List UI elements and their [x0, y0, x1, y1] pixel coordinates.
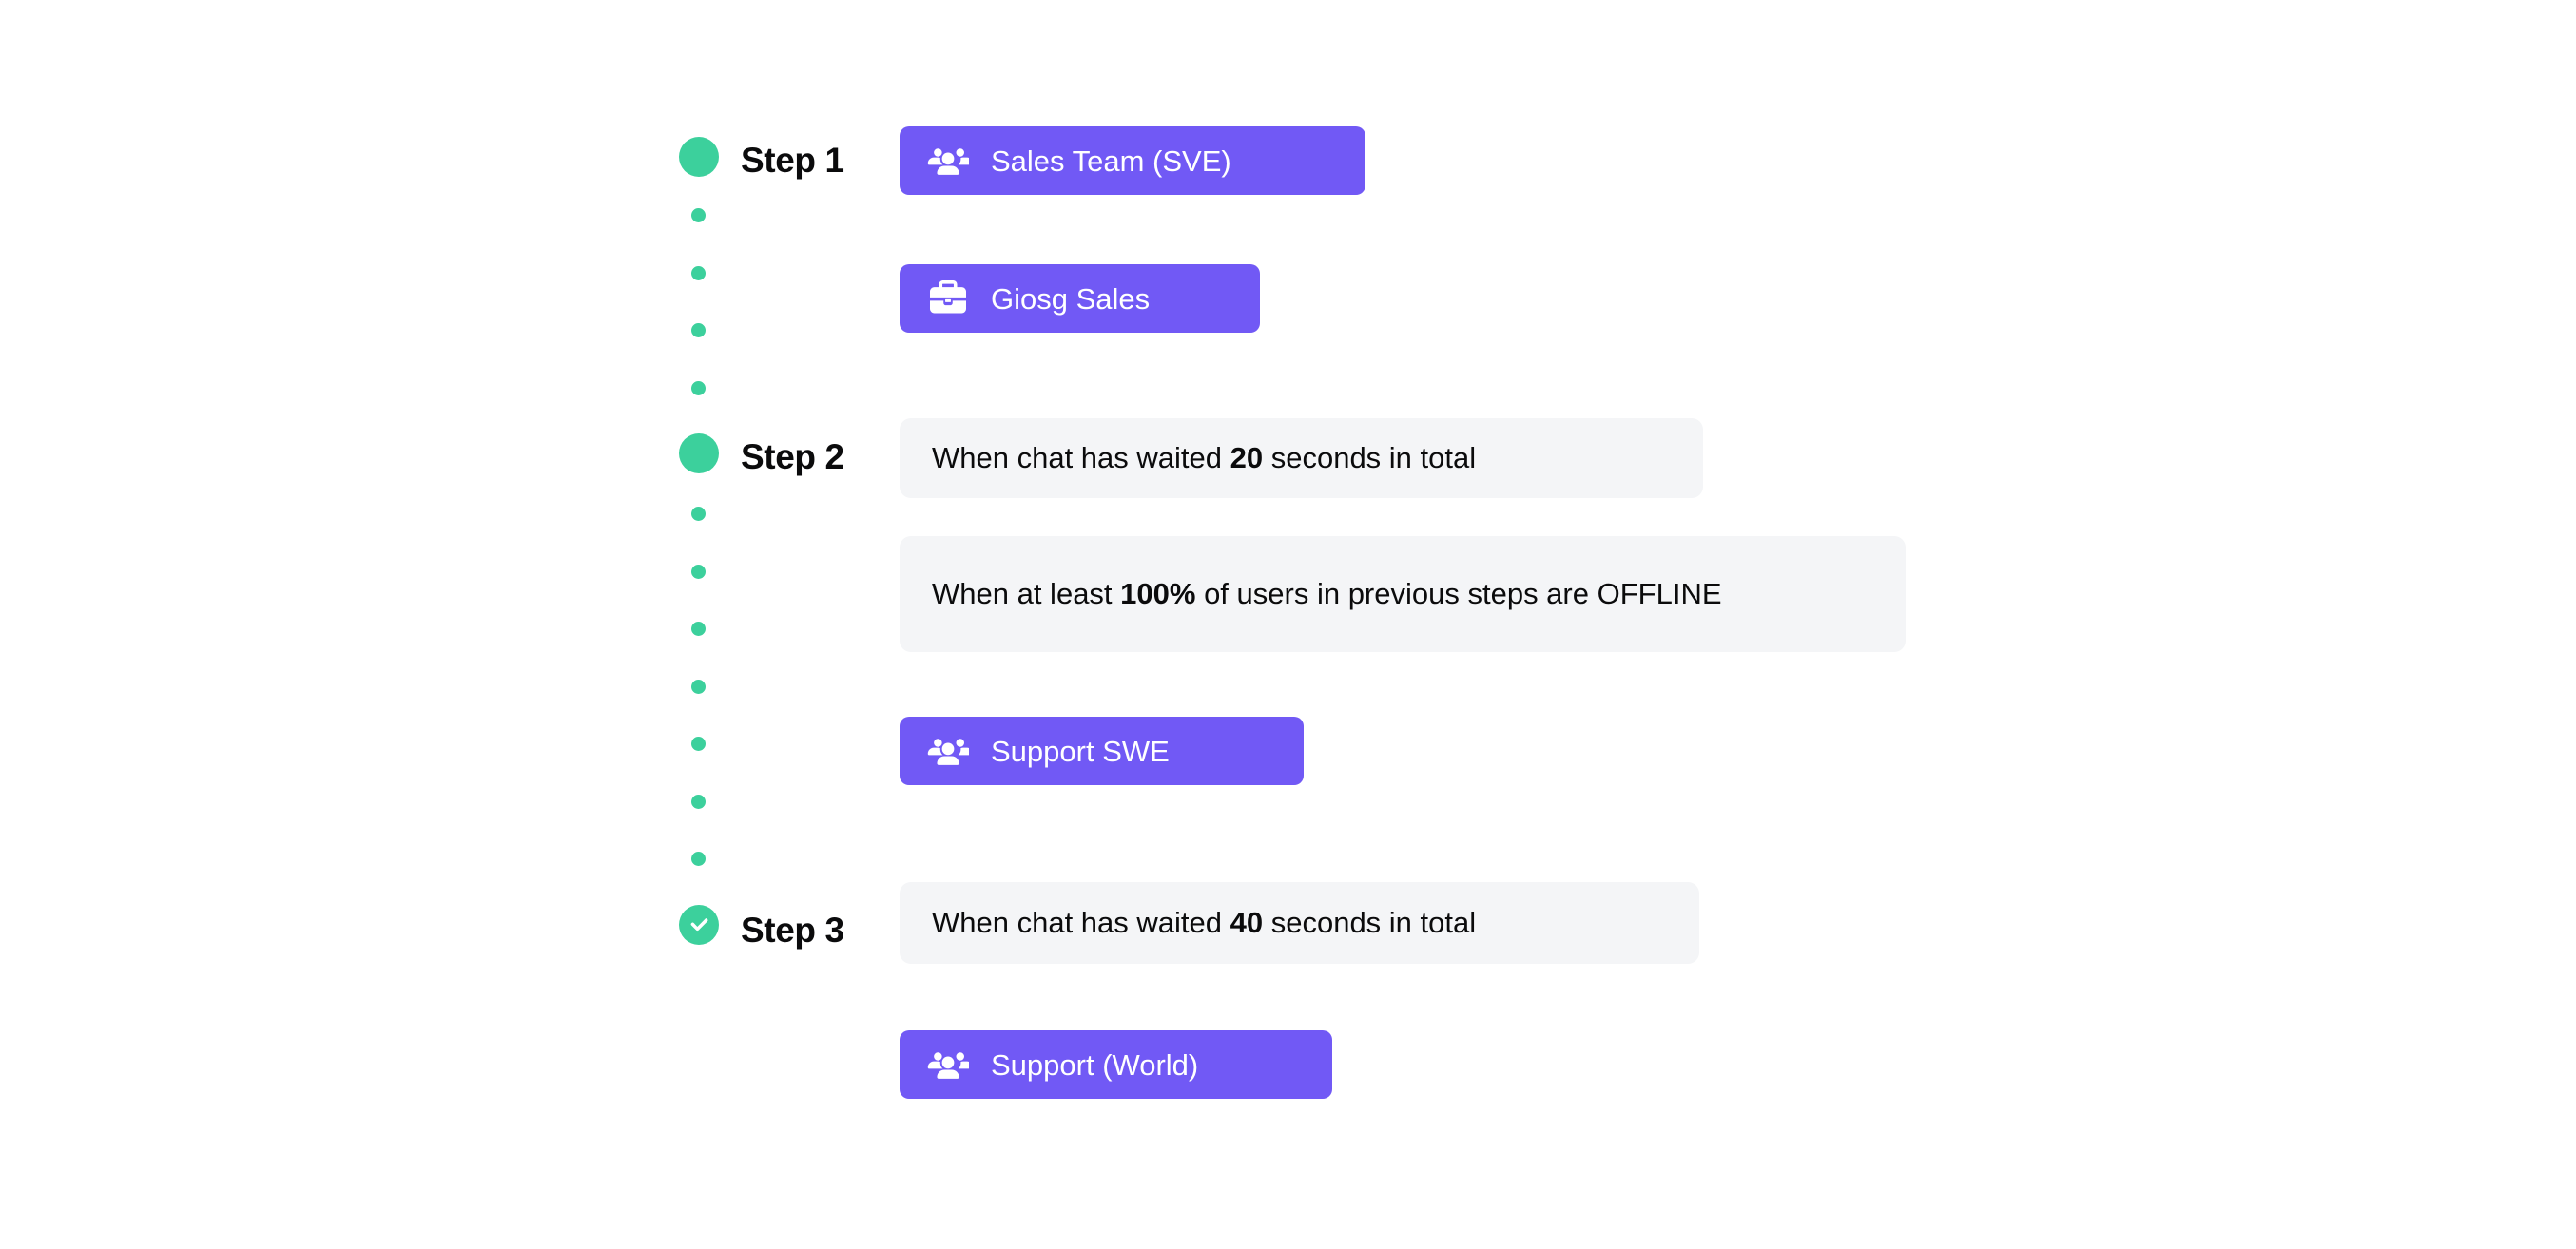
rail-dot: [691, 795, 706, 809]
condition-value: 40: [1230, 905, 1264, 939]
condition-card-step2-offline[interactable]: When at least 100% of users in previous …: [900, 536, 1906, 652]
condition-text: When chat has waited 40 seconds in total: [932, 904, 1476, 943]
condition-card-step2-wait[interactable]: When chat has waited 20 seconds in total: [900, 418, 1703, 498]
users-group-icon: [926, 732, 970, 770]
condition-value: 20: [1230, 440, 1264, 474]
condition-card-step3-wait[interactable]: When chat has waited 40 seconds in total: [900, 882, 1699, 964]
users-group-icon: [926, 142, 970, 180]
timeline-rail: [679, 0, 725, 1249]
target-pill-support-swe[interactable]: Support SWE: [900, 717, 1304, 785]
rail-dot: [691, 680, 706, 694]
check-icon: [690, 918, 708, 932]
rail-dot: [691, 323, 706, 337]
step-1-node-icon[interactable]: [679, 137, 719, 177]
rail-dot: [691, 737, 706, 751]
condition-text-pre: When at least: [932, 576, 1121, 610]
rail-dot: [691, 852, 706, 866]
condition-text-post: of users in previous steps are OFFLINE: [1195, 576, 1722, 610]
briefcase-icon: [926, 279, 970, 317]
users-group-icon: [926, 1046, 970, 1084]
condition-text-pre: When chat has waited: [932, 905, 1230, 939]
target-pill-giosg-sales[interactable]: Giosg Sales: [900, 264, 1260, 333]
rail-dot: [691, 507, 706, 521]
rail-dot: [691, 208, 706, 222]
rail-dot: [691, 565, 706, 579]
step-2-node-icon[interactable]: [679, 433, 719, 473]
condition-value: 100%: [1120, 576, 1196, 610]
condition-text-post: seconds in total: [1263, 440, 1477, 474]
rail-dot: [691, 622, 706, 636]
target-label: Giosg Sales: [991, 281, 1151, 316]
condition-text-post: seconds in total: [1263, 905, 1477, 939]
target-label: Support (World): [991, 1047, 1199, 1082]
target-pill-sales-team[interactable]: Sales Team (SVE): [900, 126, 1365, 195]
rail-dot: [691, 381, 706, 395]
step-3-node-icon[interactable]: [679, 905, 719, 945]
step-3-label: Step 3: [741, 911, 844, 950]
rail-dot: [691, 266, 706, 280]
step-2-label: Step 2: [741, 437, 844, 476]
condition-text-pre: When chat has waited: [932, 440, 1230, 474]
target-label: Sales Team (SVE): [991, 144, 1231, 178]
condition-text: When at least 100% of users in previous …: [932, 575, 1722, 614]
target-pill-support-world[interactable]: Support (World): [900, 1030, 1332, 1099]
condition-text: When chat has waited 20 seconds in total: [932, 439, 1476, 478]
target-label: Support SWE: [991, 734, 1170, 768]
step-1-label: Step 1: [741, 141, 844, 180]
